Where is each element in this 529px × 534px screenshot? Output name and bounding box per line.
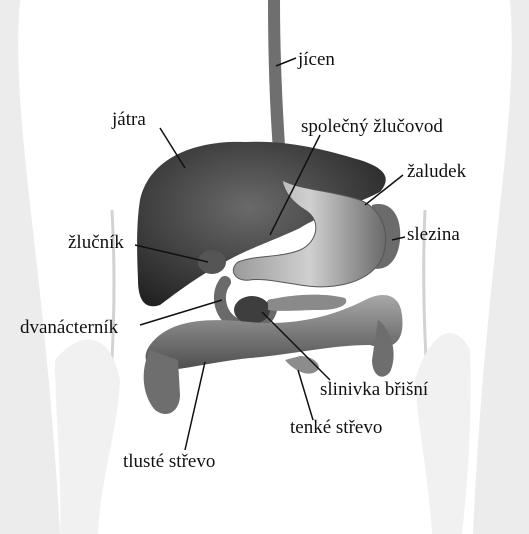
leader-tluste xyxy=(185,362,205,450)
pancreas-shape xyxy=(268,295,346,311)
label-liver: játra xyxy=(112,110,146,129)
label-gallbladder: žlučník xyxy=(68,233,124,252)
label-esophagus: jícen xyxy=(298,50,335,69)
label-duodenum: dvanácterník xyxy=(20,318,118,337)
label-common-bile-duct: společný žlučovod xyxy=(301,117,443,136)
duodenum-loop xyxy=(234,296,270,324)
label-spleen: slezina xyxy=(407,225,460,244)
ascending-colon-shape xyxy=(144,350,180,414)
label-large-intestine: tlusté střevo xyxy=(123,452,215,471)
label-pancreas: slinivka břišní xyxy=(320,380,428,399)
leader-tenke xyxy=(298,370,313,420)
gallbladder-shape xyxy=(198,250,226,274)
label-small-intestine: tenké střevo xyxy=(290,418,382,437)
label-stomach: žaludek xyxy=(407,162,466,181)
